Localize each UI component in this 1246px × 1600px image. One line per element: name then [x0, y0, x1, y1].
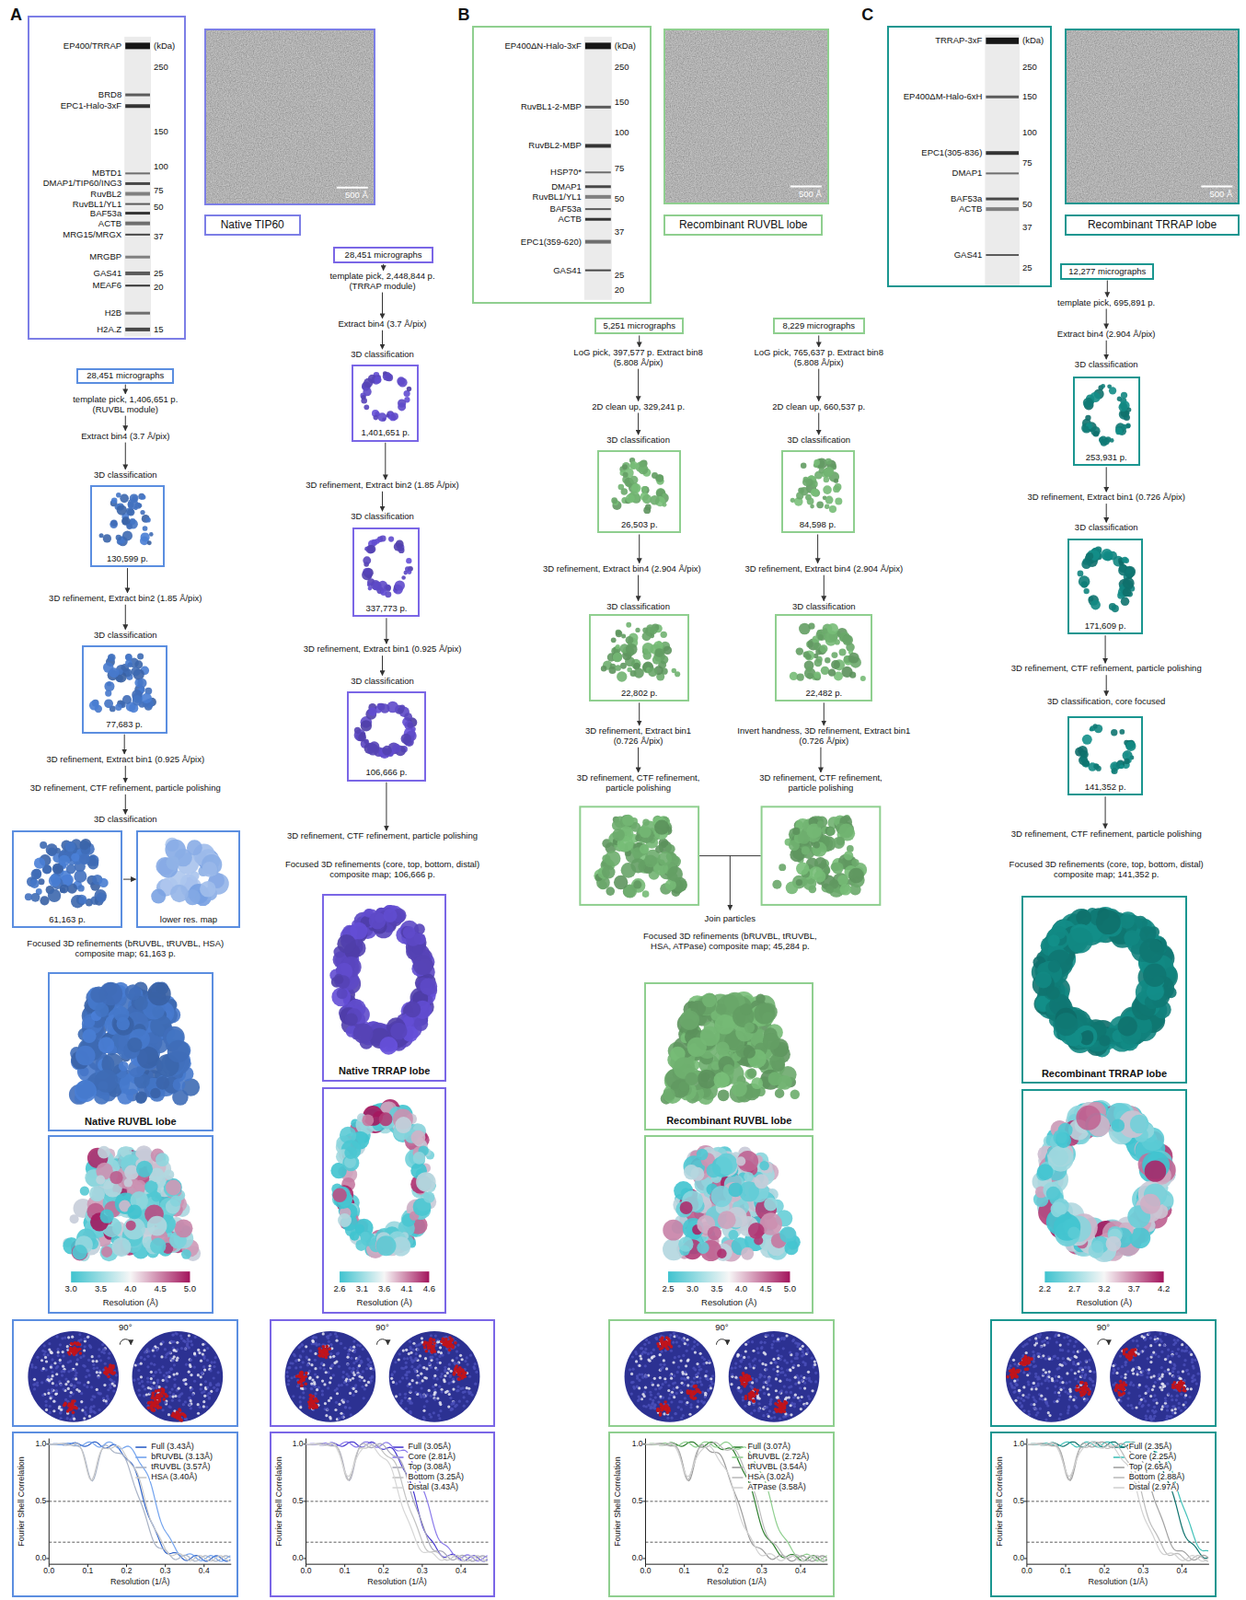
- figure-page: EP400/TRRAPBRD8EPC1-Halo-3xFMBTD1DMAP1/T…: [0, 0, 1246, 1600]
